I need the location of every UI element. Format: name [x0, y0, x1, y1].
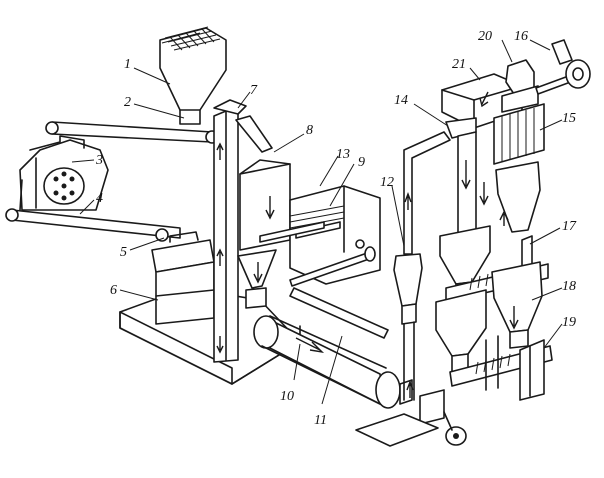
callout-8: 8 [306, 123, 313, 138]
bucket-elevator [213, 99, 247, 363]
cross-beam [289, 287, 389, 339]
callout-11: 11 [314, 413, 327, 428]
callout-2: 2 [124, 95, 131, 110]
lower-cyclone-right [491, 261, 543, 349]
callout-labels: 1 2 3 4 5 6 7 8 9 10 11 12 13 14 15 16 1… [95, 29, 577, 428]
crusher [19, 135, 109, 211]
callout-17: 17 [562, 219, 577, 234]
callout-20: 20 [478, 29, 492, 44]
callout-12: 12 [380, 175, 394, 190]
callout-16: 16 [514, 29, 528, 44]
lower-belt-conveyor [5, 208, 181, 242]
callout-1: 1 [124, 57, 131, 72]
callout-19: 19 [562, 315, 576, 330]
feed-hopper [159, 26, 227, 125]
leader-lines [71, 39, 563, 405]
dryer-drive-motor [355, 389, 467, 447]
callout-21: 21 [452, 57, 466, 72]
hopper-grid [161, 26, 221, 51]
callout-5: 5 [120, 245, 127, 260]
support-frame [485, 335, 545, 401]
bag-filter [493, 103, 545, 165]
callout-13: 13 [336, 147, 350, 162]
lower-cyclone-left [435, 289, 487, 373]
cyclone-right [479, 161, 541, 233]
fan-motor-shaft [535, 39, 591, 95]
drive-shaft [289, 239, 376, 287]
bin-feeder [237, 249, 277, 309]
callout-4: 4 [96, 191, 103, 206]
feed-chute [235, 115, 273, 153]
callout-6: 6 [110, 283, 117, 298]
callout-3: 3 [95, 153, 103, 168]
callout-14: 14 [394, 93, 408, 108]
callout-9: 9 [358, 155, 365, 170]
primary-cyclone [457, 131, 477, 237]
callout-10: 10 [280, 389, 294, 404]
small-cyclone [393, 253, 423, 401]
callout-7: 7 [250, 83, 258, 98]
rotary-dryer [253, 315, 413, 409]
exhaust-fan [501, 59, 539, 113]
callout-15: 15 [562, 111, 576, 126]
secondary-mill [151, 231, 215, 325]
callout-18: 18 [562, 279, 576, 294]
riser-duct [403, 131, 451, 398]
